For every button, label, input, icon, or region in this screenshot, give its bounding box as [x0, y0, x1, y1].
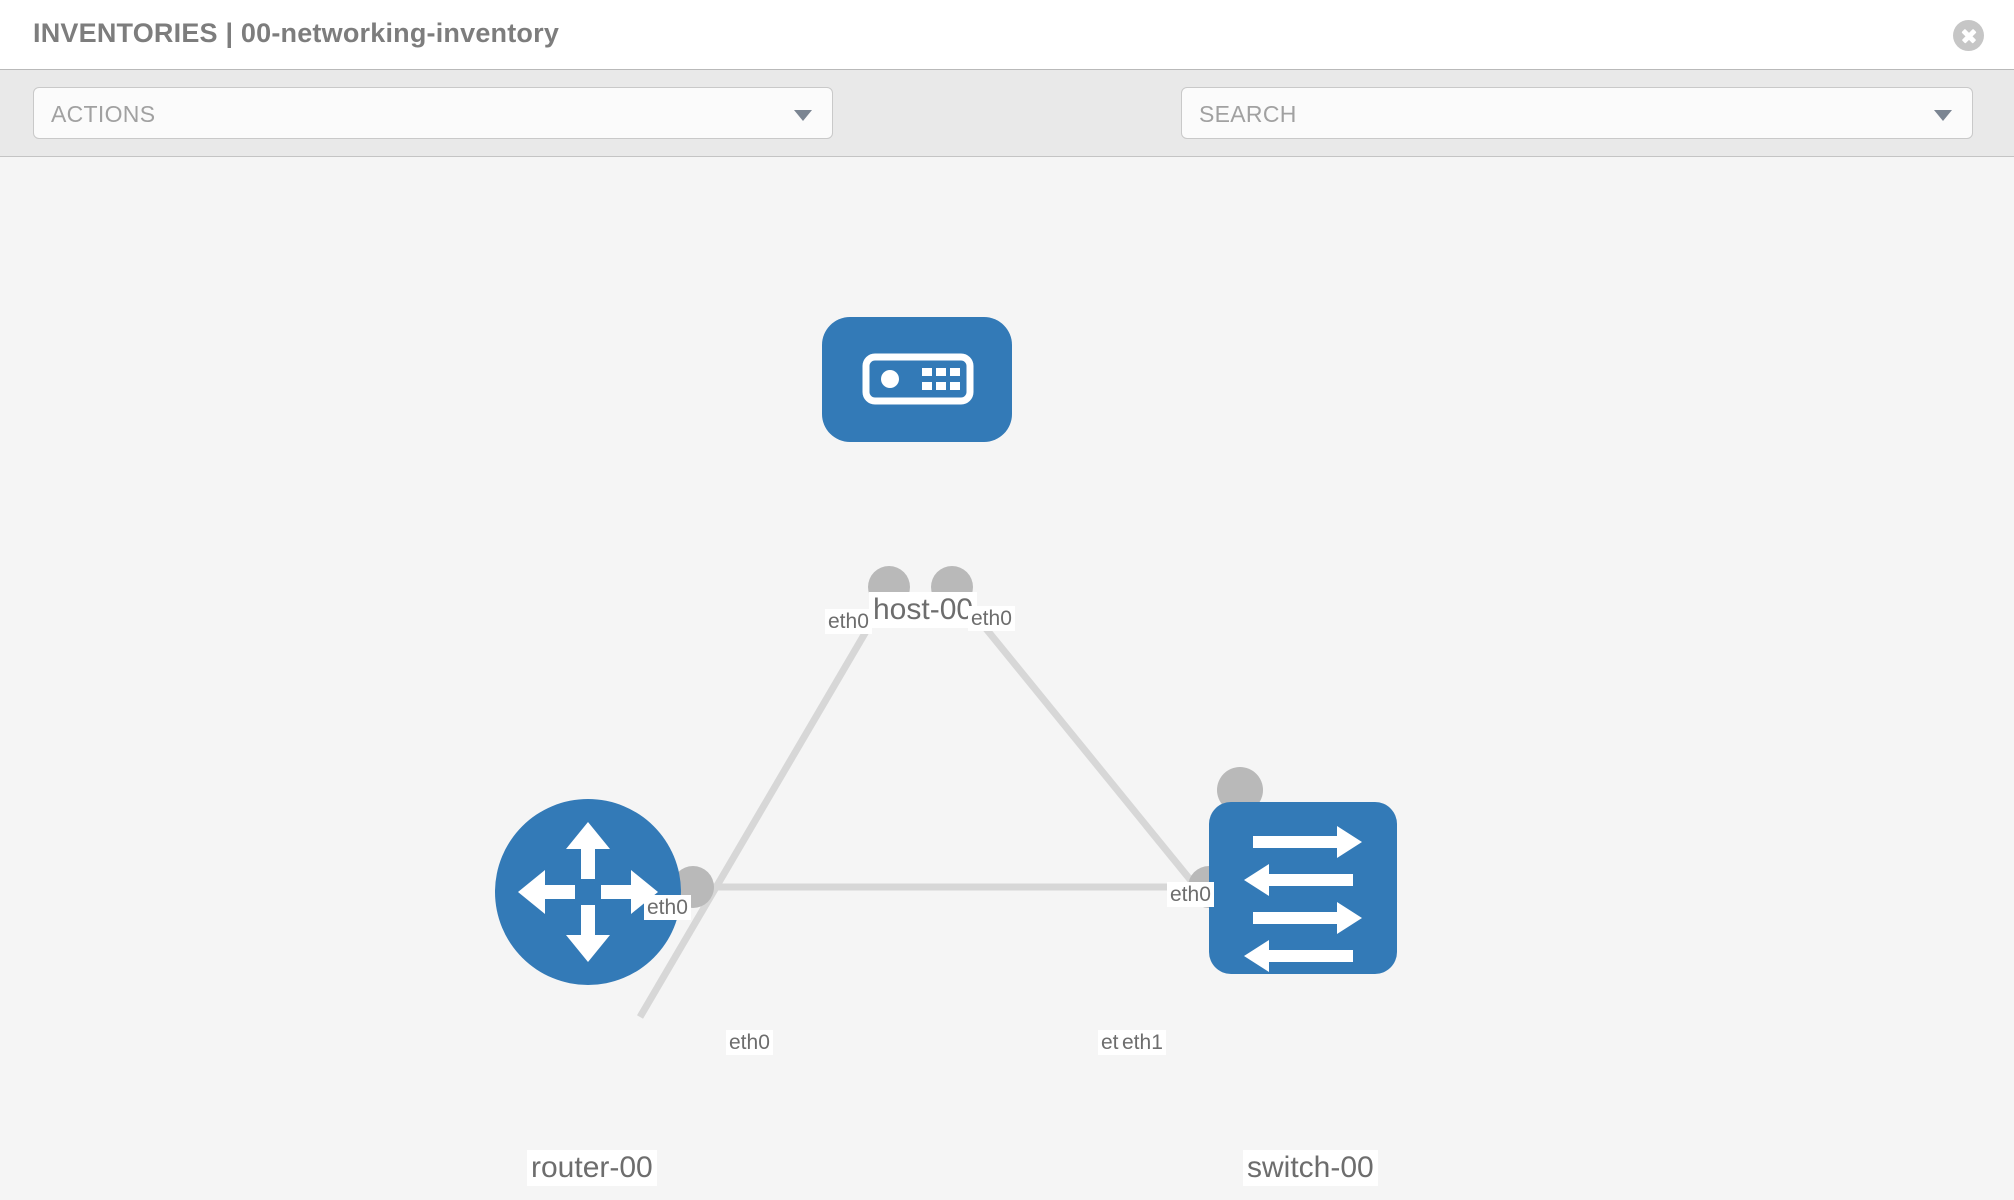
close-icon[interactable] — [1953, 20, 1984, 51]
edge-label-host-right: eth0 — [968, 606, 1015, 631]
edge-label-switch-up: eth0 — [1167, 882, 1214, 907]
window-header: INVENTORIES | 00-networking-inventory — [0, 0, 2014, 70]
node-router-00[interactable] — [495, 799, 681, 985]
node-label-switch-00: switch-00 — [1243, 1150, 1378, 1186]
topology-graph — [495, 317, 1397, 1019]
chevron-down-icon — [1934, 110, 1952, 121]
topology-canvas[interactable]: eth0 host-00 eth0 eth0 eth0 eth0 eth0 et… — [0, 157, 2014, 1200]
node-label-router-00: router-00 — [527, 1150, 657, 1186]
actions-dropdown[interactable]: ACTIONS — [33, 87, 833, 139]
node-switch-00[interactable] — [1209, 802, 1397, 974]
link-host-router — [636, 580, 899, 1019]
search-input[interactable]: SEARCH — [1181, 87, 1973, 139]
edge-label-switch-left: eth1 — [1119, 1030, 1166, 1055]
edge-label-router-up: eth0 — [644, 895, 691, 920]
node-label-host-00: host-00 — [869, 592, 978, 628]
edge-label-router-right: eth0 — [726, 1030, 773, 1055]
chevron-down-icon — [794, 110, 812, 121]
node-host-00[interactable] — [822, 317, 1012, 442]
connector-switch-top[interactable] — [1217, 767, 1263, 813]
actions-dropdown-label: ACTIONS — [51, 101, 156, 127]
page-title: INVENTORIES | 00-networking-inventory — [33, 18, 560, 48]
toolbar: ACTIONS — [0, 70, 2014, 198]
edge-label-host-left: eth0 — [825, 609, 872, 634]
search-placeholder: SEARCH — [1199, 101, 1297, 127]
